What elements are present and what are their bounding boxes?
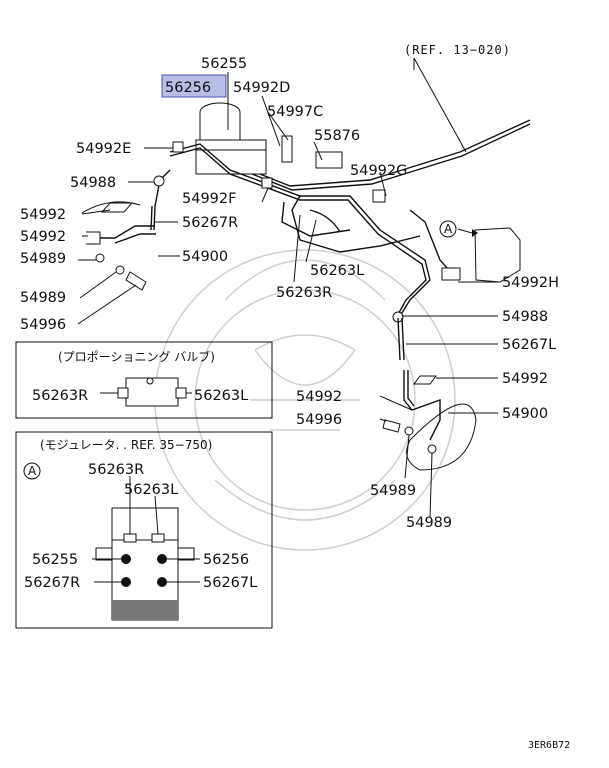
leader-lines — [77, 72, 500, 519]
label-54989-left-top[interactable]: 54989 — [20, 251, 66, 267]
label-56267L[interactable]: 56267L — [502, 337, 556, 353]
label-54997C[interactable]: 54997C — [267, 104, 323, 120]
label-54900-right[interactable]: 54900 — [502, 406, 548, 422]
brake-caliper-outline — [406, 403, 477, 471]
hose-54900-right — [403, 370, 441, 441]
callout-a-marker[interactable]: A — [444, 222, 453, 236]
washer-54989-right-1 — [404, 426, 414, 436]
clip-54992E — [172, 141, 184, 153]
highlight-56256 — [161, 74, 227, 98]
clip-54988-top — [153, 175, 165, 187]
label-54992H[interactable]: 54992H — [502, 275, 559, 291]
clip-54992H — [441, 267, 461, 281]
valve-inset-title: (プロポーショニング バルブ) — [58, 349, 215, 364]
label-54992-right-mid[interactable]: 54992 — [296, 389, 342, 405]
valve-inset-56263R[interactable]: 56263R — [32, 388, 88, 404]
ref-leader — [413, 57, 467, 153]
hydraulic-modulator-outline — [474, 227, 521, 283]
main-tube — [249, 119, 531, 187]
label-54989-right-2[interactable]: 54989 — [406, 515, 452, 531]
modulator-inset: (モジュレータ. . REF. 35−750) A 56263R 56263L … — [15, 431, 273, 629]
clip-54992-right — [413, 375, 437, 385]
brake-tube-right — [169, 143, 431, 317]
hose-56267L — [397, 317, 405, 361]
clip-54992-left — [100, 202, 134, 213]
top-reference[interactable]: (REF. 13−020) — [404, 43, 511, 57]
label-54992-right-top[interactable]: 54992 — [502, 371, 548, 387]
washer-54989-right-2 — [427, 444, 437, 454]
bolt-54996-left — [125, 271, 147, 291]
proportioning-valve-assembly — [195, 102, 267, 175]
proportioning-valve-inset: (プロポーショニング バルブ) 56263R 56263L — [15, 341, 273, 419]
modulator-inset-marker-a: A — [28, 464, 37, 478]
modulator-56255[interactable]: 56255 — [32, 552, 78, 568]
label-54996-left[interactable]: 54996 — [20, 317, 66, 333]
joint-55876 — [315, 151, 343, 169]
label-56256-highlighted[interactable]: 56256 — [165, 80, 211, 96]
label-54992D[interactable]: 54992D — [233, 80, 290, 96]
modulator-56267L[interactable]: 56267L — [203, 575, 257, 591]
label-54992F[interactable]: 54992F — [182, 191, 236, 207]
clip-54992G — [372, 189, 386, 203]
washer-54989-left — [95, 253, 105, 263]
modulator-56263R[interactable]: 56263R — [88, 462, 144, 478]
label-56255[interactable]: 56255 — [201, 56, 247, 72]
label-54989-right-1[interactable]: 54989 — [370, 483, 416, 499]
hose-54900-left — [100, 225, 155, 239]
modulator-56263L[interactable]: 56263L — [124, 482, 178, 498]
label-54992G[interactable]: 54992G — [350, 163, 407, 179]
label-54900-left[interactable]: 54900 — [182, 249, 228, 265]
label-54996-right[interactable]: 54996 — [296, 412, 342, 428]
label-54992E[interactable]: 54992E — [76, 141, 131, 157]
clip-54992F — [261, 177, 273, 189]
modulator-inset-title: (モジュレータ. . REF. 35−750) — [40, 438, 212, 452]
clip-54997C — [281, 135, 293, 163]
figure-code: 3ER6B72 — [528, 740, 570, 751]
label-54988-bottom[interactable]: 54988 — [502, 309, 548, 325]
label-54992-left-top[interactable]: 54992 — [20, 207, 66, 223]
valve-inset-56263L[interactable]: 56263L — [194, 388, 248, 404]
bolt-54996-right — [382, 419, 401, 433]
label-56263R[interactable]: 56263R — [276, 285, 332, 301]
label-55876[interactable]: 55876 — [314, 128, 360, 144]
label-56263L[interactable]: 56263L — [310, 263, 364, 279]
modulator-56267R[interactable]: 56267R — [24, 575, 80, 591]
label-54988-top[interactable]: 54988 — [70, 175, 116, 191]
label-54989-left-bottom[interactable]: 54989 — [20, 290, 66, 306]
modulator-56256[interactable]: 56256 — [203, 552, 249, 568]
label-54992-left-mid[interactable]: 54992 — [20, 229, 66, 245]
label-56267R[interactable]: 56267R — [182, 215, 238, 231]
